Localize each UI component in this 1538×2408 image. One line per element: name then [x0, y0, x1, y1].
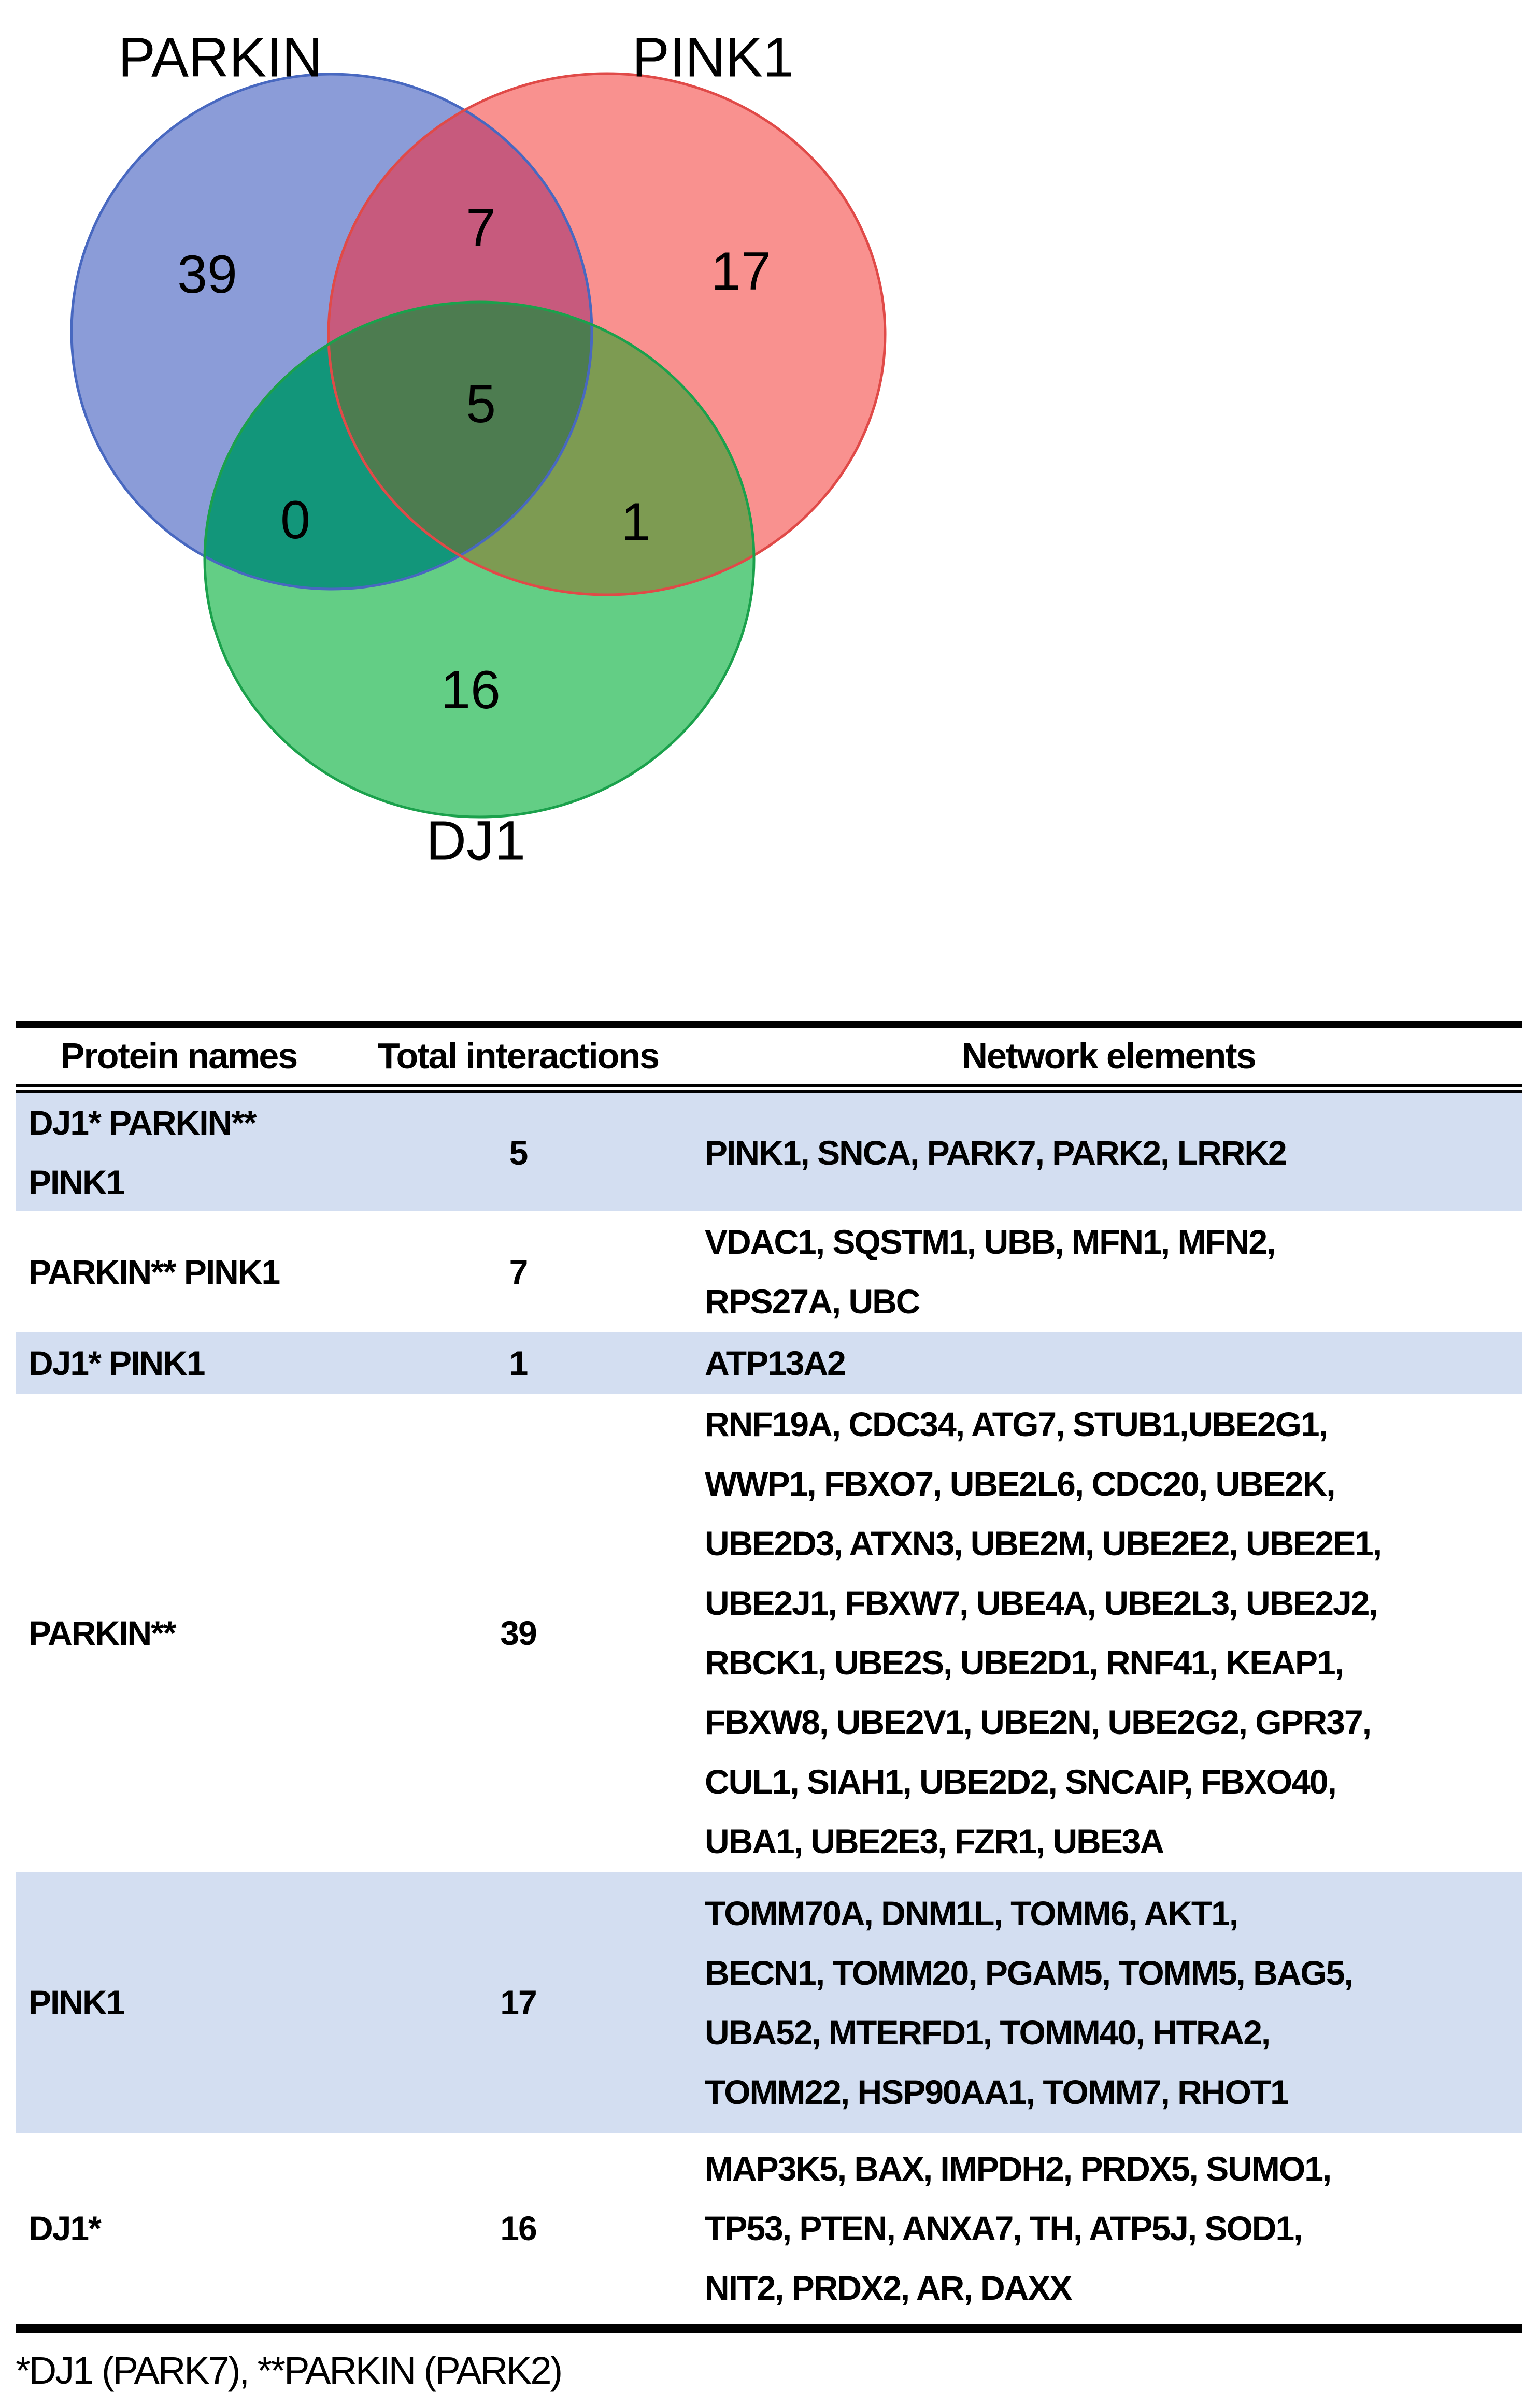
parkin-set-label: PARKIN — [118, 26, 322, 89]
row-total: 7 — [509, 1252, 529, 1291]
row-total: 39 — [500, 1613, 537, 1652]
count-parkin-dj1: 0 — [280, 490, 310, 550]
row-total: 16 — [500, 2209, 537, 2247]
count-parkin-only: 39 — [177, 245, 237, 305]
row-elements: TOMM70A, DNM1L, TOMM6, AKT1, BECN1, TOMM… — [705, 1894, 1354, 2111]
row-protein: PINK1 — [29, 1983, 125, 2022]
table-row: PINK1 17 TOMM70A, DNM1L, TOMM6, AKT1, BE… — [16, 1872, 1522, 2133]
table-bottom-border — [16, 2324, 1522, 2333]
row-elements: PINK1, SNCA, PARK7, PARK2, LRRK2 — [705, 1133, 1287, 1172]
parkin-circle-outline — [70, 73, 593, 591]
row-elements: RNF19A, CDC34, ATG7, STUB1,UBE2G1, WWP1,… — [705, 1405, 1382, 1860]
table-top-border — [16, 1021, 1522, 1028]
table-header-row: Protein names Total interactions Network… — [16, 1028, 1522, 1084]
table-footnote: *DJ1 (PARK7), **PARKIN (PARK2) — [16, 2349, 563, 2392]
header-divider-line-1 — [16, 1084, 1522, 1087]
count-all-three: 5 — [466, 374, 496, 434]
table-row: PARKIN** PINK1 7 VDAC1, SQSTM1, UBB, MFN… — [16, 1211, 1522, 1332]
header-total-interactions: Total interactions — [377, 1036, 660, 1076]
row-protein: DJ1* PINK1 — [29, 1343, 206, 1382]
venn-diagram: PARKIN PINK1 DJ1 39 7 17 5 0 1 16 — [0, 0, 1538, 1021]
row-protein: PARKIN** — [29, 1613, 176, 1652]
table-row: DJ1* PARKIN** PINK1 5 PINK1, SNCA, PARK7… — [16, 1093, 1522, 1211]
row-total: 17 — [500, 1983, 537, 2022]
count-pink1-only: 17 — [711, 241, 771, 302]
table-row: DJ1* PINK1 1 ATP13A2 — [16, 1332, 1522, 1394]
table-row: PARKIN** 39 RNF19A, CDC34, ATG7, STUB1,U… — [16, 1394, 1522, 1872]
header-network-elements: Network elements — [961, 1036, 1256, 1076]
pink1-set-label: PINK1 — [632, 26, 794, 89]
row-protein: PARKIN** PINK1 — [29, 1252, 280, 1291]
header-divider-line-2 — [16, 1090, 1522, 1093]
count-parkin-pink1: 7 — [466, 198, 496, 258]
table-row: DJ1* 16 MAP3K5, BAX, IMPDH2, PRDX5, SUMO… — [16, 2133, 1522, 2324]
header-protein-names: Protein names — [60, 1036, 298, 1076]
row-total: 1 — [509, 1343, 529, 1382]
venn-svg: PARKIN PINK1 DJ1 39 7 17 5 0 1 16 — [70, 26, 887, 872]
row-elements: ATP13A2 — [705, 1343, 846, 1382]
count-pink1-dj1: 1 — [621, 492, 651, 552]
row-total: 5 — [509, 1133, 529, 1172]
count-dj1-only: 16 — [440, 660, 501, 720]
row-protein: DJ1* PARKIN** PINK1 — [29, 1103, 257, 1201]
row-elements: VDAC1, SQSTM1, UBB, MFN1, MFN2, RPS27A, … — [705, 1223, 1276, 1321]
row-elements: MAP3K5, BAX, IMPDH2, PRDX5, SUMO1, TP53,… — [705, 2149, 1332, 2307]
dj1-set-label: DJ1 — [426, 809, 525, 872]
row-protein: DJ1* — [29, 2209, 102, 2247]
dj1-circle-outline — [203, 300, 756, 819]
interactions-table: Protein names Total interactions Network… — [16, 1021, 1522, 2392]
pink1-circle-outline — [327, 72, 887, 596]
